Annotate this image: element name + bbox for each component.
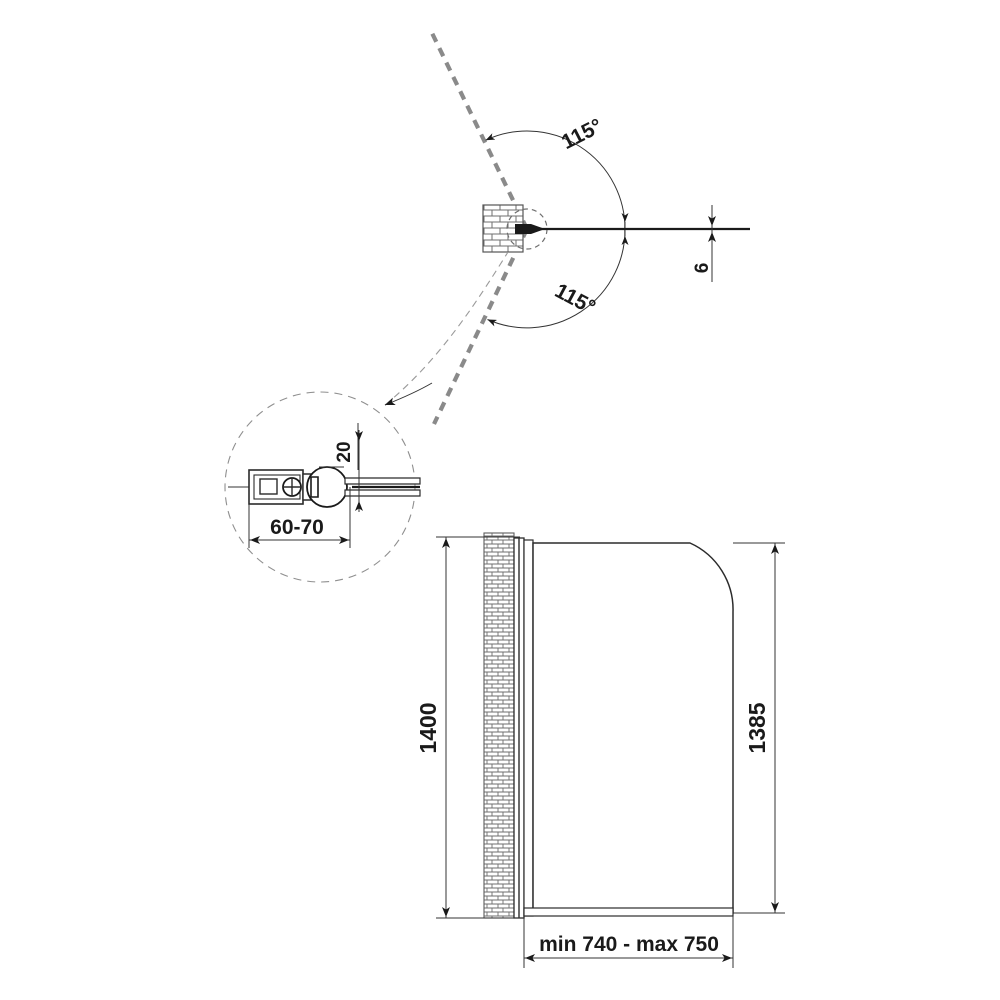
angle-arc-lower <box>487 228 626 329</box>
bottom-rail <box>523 907 734 917</box>
angle-arc-upper <box>485 130 626 230</box>
detail-leader-line <box>384 251 509 406</box>
panel-height-label: 1385 <box>744 702 770 753</box>
width-range-label: min 740 - max 750 <box>539 933 719 956</box>
elevation-view-group: 1400 1385 min 740 - max 750 <box>415 532 785 968</box>
angle-label-lower: 115° <box>551 279 599 319</box>
glass-arm-lower <box>344 489 421 497</box>
swing-line-lower <box>432 228 529 425</box>
bracket-height-label: 20 <box>334 441 355 462</box>
glass-thickness-label: 6 <box>692 263 713 274</box>
wall-height-label: 1400 <box>415 702 441 753</box>
plan-view-group: 6 115° 115° <box>430 32 750 425</box>
glass-panel-elevation <box>532 542 734 914</box>
detail-leader-group <box>384 251 509 406</box>
swing-line-upper <box>430 32 529 230</box>
hinge-stile <box>523 539 534 917</box>
detail-view-group: 20 60-70 <box>224 391 421 583</box>
bracket-length-label: 60-70 <box>270 516 324 539</box>
detail-leader-arrow <box>384 382 433 406</box>
wall-section-elevation <box>483 532 515 919</box>
glass-arm-upper <box>344 477 421 485</box>
hinge-slot <box>259 478 278 495</box>
pivot-barrel-keyway <box>310 476 319 498</box>
